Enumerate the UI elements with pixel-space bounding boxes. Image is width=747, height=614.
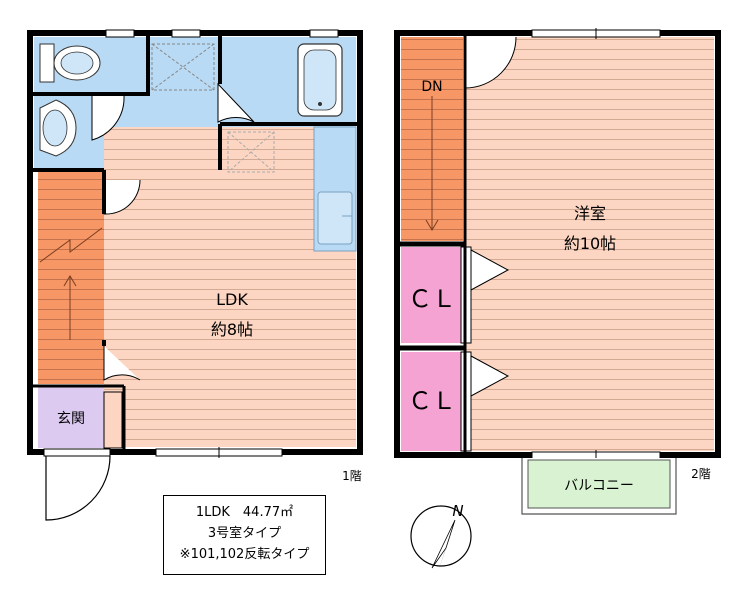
floor-2: DN 洋室 約10帖 ＣＬ ＣＬ バルコニー 2階 bbox=[394, 28, 721, 515]
balcony-label: バルコニー bbox=[564, 478, 634, 494]
closet-2-label: ＣＬ bbox=[408, 387, 456, 415]
entrance-label: 玄関 bbox=[57, 410, 85, 427]
floor-2-label: 2階 bbox=[691, 466, 711, 481]
unit-info-box: 1LDK 44.77㎡ 3号室タイプ ※101,102反転タイプ bbox=[163, 495, 326, 575]
unit-note: ※101,102反転タイプ bbox=[179, 547, 310, 562]
western-room-floor bbox=[465, 37, 714, 451]
kitchen-passage-floor bbox=[224, 127, 314, 172]
entrance-floor bbox=[38, 386, 104, 448]
closet-1-label: ＣＬ bbox=[408, 285, 456, 313]
closet-2 bbox=[401, 352, 461, 451]
closet-1 bbox=[401, 247, 461, 343]
balcony bbox=[527, 459, 671, 509]
floor-1-label: 1階 bbox=[342, 468, 362, 483]
shoe-box bbox=[103, 391, 123, 449]
compass-circle bbox=[410, 505, 472, 567]
compass: N bbox=[410, 502, 472, 572]
north-label: N bbox=[452, 502, 463, 520]
western-room-size-label: 約10帖 bbox=[564, 234, 616, 253]
unit-type: 3号室タイプ bbox=[207, 526, 282, 541]
floor-1: LDK 約8帖 玄関 1階 bbox=[27, 29, 363, 521]
kitchen-sink bbox=[317, 191, 353, 245]
western-room-name-label: 洋室 bbox=[574, 204, 606, 223]
unit-layout-area: 1LDK 44.77㎡ bbox=[195, 505, 294, 520]
stairs-down-label: DN bbox=[421, 79, 442, 95]
ldk-name-label: LDK bbox=[216, 290, 248, 309]
ldk-size-label: 約8帖 bbox=[211, 320, 253, 339]
